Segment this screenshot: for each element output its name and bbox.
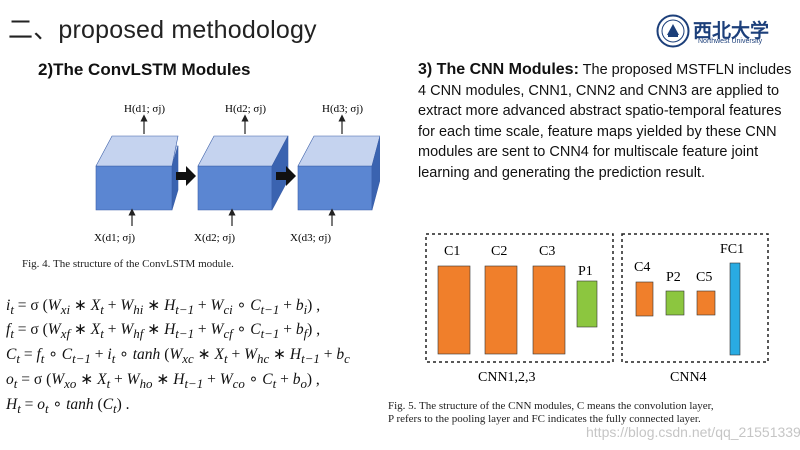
layer-label-fc1: FC1 (720, 242, 744, 257)
convlstm-diagram: H(d1; σj) H(d2; σj) H(d3; σj) X(d1; σj) … (94, 103, 380, 244)
figure-5-caption-line: Fig. 5. The structure of the CNN modules… (388, 400, 714, 412)
group-name-cnn4: CNN4 (670, 370, 707, 385)
layer-label-c5: C5 (696, 270, 712, 285)
figure-5-caption-line: P refers to the pooling layer and FC ind… (388, 413, 701, 425)
equation-hidden-state: Ht = ot ∘ tanh (Ct) . (6, 396, 130, 417)
convlstm-heading: 2)The ConvLSTM Modules (38, 60, 251, 79)
university-logo-subtitle: Northwest University (698, 38, 763, 45)
slide-title: 二、proposed methodology (8, 16, 317, 44)
layer-label-c4: C4 (634, 260, 650, 275)
layer-label-c3: C3 (539, 244, 555, 259)
hidden-state-label: H(d1; σj) (124, 103, 165, 115)
university-seal-icon (656, 14, 690, 48)
conv-layer-c1 (437, 265, 471, 355)
conv-layer-c5 (696, 290, 716, 316)
input-label: X(d3; σj) (290, 232, 331, 244)
convlstm-cell-3 (297, 135, 380, 211)
cnn4-group-box (621, 233, 769, 363)
hidden-state-label: H(d3; σj) (322, 103, 363, 115)
university-logo-text: 西北大学 (693, 20, 770, 42)
conv-layer-c4 (635, 281, 654, 317)
convlstm-cell-1 (95, 135, 179, 211)
cnn-diagram: C1 C2 C3 P1 C4 P2 C5 FC1 CNN1,2,3 CNN4 (425, 233, 769, 385)
convlstm-cell-2 (197, 135, 289, 211)
equation-input-gate: it = σ (Wxi ∗ Xt + Whi ∗ Ht−1 + Wci ∘ Ct… (6, 297, 321, 318)
layer-label-p1: P1 (578, 264, 593, 279)
equation-forget-gate: ft = σ (Wxf ∗ Xt + Whf ∗ Ht−1 + Wcf ∘ Ct… (6, 321, 321, 342)
equation-cell-state: Ct = ft ∘ Ct−1 + it ∘ tanh (Wxc ∗ Xt + W… (6, 346, 350, 367)
cnn-body-text: The proposed MSTFLN includes 4 CNN modul… (418, 62, 792, 181)
cnn-heading: 3) The CNN Modules: (418, 61, 579, 78)
cnn123-group-box (425, 233, 614, 363)
input-label: X(d1; σj) (94, 232, 135, 244)
cnn-description: 3) The CNN Modules: The proposed MSTFLN … (418, 60, 793, 183)
layer-label-c2: C2 (491, 244, 507, 259)
input-label: X(d2; σj) (194, 232, 235, 244)
layer-label-c1: C1 (444, 244, 460, 259)
equation-output-gate: ot = σ (Wxo ∗ Xt + Who ∗ Ht−1 + Wco ∘ Ct… (6, 371, 320, 392)
fc-layer-fc1 (729, 262, 741, 356)
arrow-right-icon (276, 166, 296, 186)
conv-layer-c2 (484, 265, 518, 355)
arrow-right-icon (176, 166, 196, 186)
group-name-cnn123: CNN1,2,3 (478, 370, 536, 385)
conv-layer-c3 (532, 265, 566, 355)
layer-label-p2: P2 (666, 270, 681, 285)
pool-layer-p1 (576, 280, 598, 328)
watermark: https://blog.csdn.net/qq_21551339 (586, 424, 800, 440)
hidden-state-label: H(d2; σj) (225, 103, 266, 115)
pool-layer-p2 (665, 290, 685, 316)
figure-5-caption: Fig. 5. The structure of the CNN modules… (388, 400, 714, 426)
figure-4-caption: Fig. 4. The structure of the ConvLSTM mo… (22, 258, 234, 270)
